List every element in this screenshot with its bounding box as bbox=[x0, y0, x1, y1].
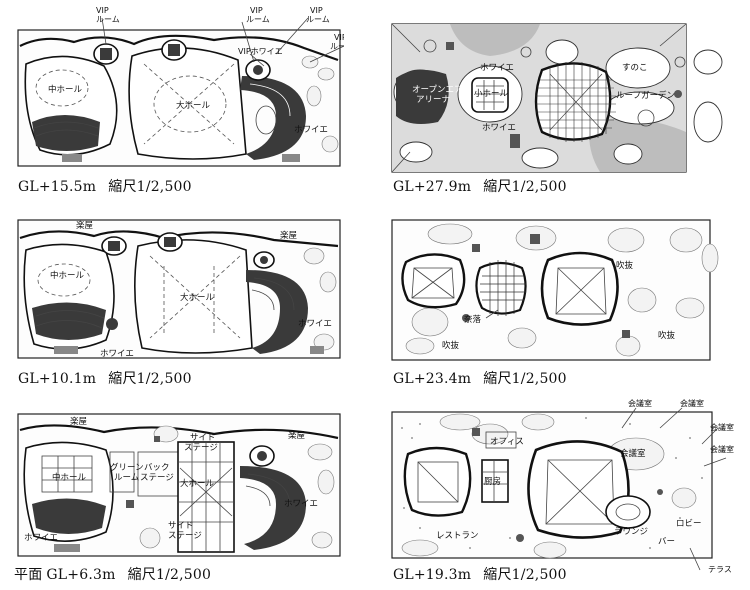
void-label: 吹抜 bbox=[658, 330, 676, 341]
side-stage-label: サイド bbox=[168, 521, 194, 531]
level-text: GL+6.3m bbox=[46, 567, 116, 583]
scale-text: 縮尺1/2,500 bbox=[108, 371, 192, 387]
meeting-room-label: 会議室 bbox=[620, 448, 646, 459]
side-stage-label: サイド bbox=[190, 433, 216, 443]
plan-prefix: 平面 bbox=[14, 567, 43, 583]
level-text: GL+10.1m bbox=[18, 371, 97, 387]
dressing-room-label: 楽屋 bbox=[76, 220, 94, 231]
floor-plan-drawing: 楽屋 楽屋 中ホール 大ホール ホワイエ ホワイエ bbox=[17, 219, 341, 359]
floor-plan-drawing: オープンエア アリーナ ホワイエ 小ホール すのこ ルーフガーデン ホワイエ bbox=[391, 23, 723, 173]
level-text: GL+15.5m bbox=[18, 179, 97, 195]
large-hall-label: 大ホール bbox=[180, 478, 215, 489]
scale-text: 縮尺1/2,500 bbox=[483, 179, 567, 195]
vip-room-label: VIP bbox=[310, 6, 323, 15]
middle-hall-label: 中ホール bbox=[50, 270, 85, 281]
vip-room-label: ルーム bbox=[96, 15, 120, 24]
scale-text: 縮尺1/2,500 bbox=[108, 179, 192, 195]
foyer-label: ホワイエ bbox=[24, 533, 58, 543]
back-stage-label: バック bbox=[144, 463, 170, 473]
trap-room-label: 奈落 bbox=[464, 314, 482, 325]
plan-caption-gl234: GL+23.4m 縮尺1/2,500 bbox=[393, 368, 579, 388]
open-air-arena-label: アリーナ bbox=[416, 95, 450, 105]
plan-gl155: VIP ルーム VIP ルーム VIP ルーム VIP ルーム VIPホワイエ … bbox=[14, 4, 344, 170]
side-stage-label: ステージ bbox=[184, 443, 218, 453]
green-room-label: グリーン bbox=[110, 462, 144, 473]
meeting-room-label: 会議室 bbox=[628, 398, 652, 408]
scale-text: 縮尺1/2,500 bbox=[483, 567, 567, 583]
lobby-label: ロビー bbox=[676, 519, 702, 529]
void-label: 吹抜 bbox=[616, 260, 634, 271]
scale-text: 縮尺1/2,500 bbox=[127, 567, 212, 583]
floor-plan-drawing: 吹抜 奈落 吹抜 吹抜 bbox=[391, 219, 719, 361]
vip-room-label: ルーム bbox=[246, 15, 270, 24]
plan-gl234: 吹抜 奈落 吹抜 吹抜 bbox=[390, 218, 726, 364]
meeting-room-label: 会議室 bbox=[710, 422, 734, 432]
restaurant-label: レストラン bbox=[436, 531, 479, 541]
foyer-label: ホワイエ bbox=[294, 125, 328, 135]
foyer-label: ホワイエ bbox=[284, 499, 318, 509]
vip-foyer-label: VIPホワイエ bbox=[238, 47, 283, 56]
middle-hall-label: 中ホール bbox=[48, 84, 83, 95]
scale-text: 縮尺1/2,500 bbox=[483, 371, 567, 387]
plan-gl193: 会議室 会議室 会議室 会議室 会議室 オフィス 厨房 レストラン ラウンジ ロ… bbox=[390, 398, 736, 574]
middle-hall-label: 中ホール bbox=[52, 472, 87, 483]
plan-caption-gl155: GL+15.5m 縮尺1/2,500 bbox=[18, 176, 204, 196]
plan-caption-gl101: GL+10.1m 縮尺1/2,500 bbox=[18, 368, 204, 388]
back-stage-label: ステージ bbox=[140, 473, 174, 483]
bar-label: バー bbox=[658, 537, 675, 547]
large-hall-label: 大ホール bbox=[176, 100, 211, 111]
vip-room-label: ルーム bbox=[330, 42, 344, 51]
dressing-room-label: 楽屋 bbox=[280, 230, 298, 241]
floor-plan-drawing: 楽屋 楽屋 中ホール グリーン ルーム バック ステージ サイド ステージ 大ホ… bbox=[17, 413, 341, 557]
level-text: GL+27.9m bbox=[393, 179, 472, 195]
large-hall-label: 大ホール bbox=[180, 292, 215, 303]
dressing-room-label: 楽屋 bbox=[70, 416, 88, 427]
green-room-label: ルーム bbox=[114, 473, 139, 483]
vip-room-label: ルーム bbox=[306, 15, 330, 24]
sunoko-label: すのこ bbox=[622, 63, 648, 73]
foyer-label: ホワイエ bbox=[482, 123, 516, 133]
level-text: GL+23.4m bbox=[393, 371, 472, 387]
kitchen-label: 厨房 bbox=[484, 476, 501, 487]
office-label: オフィス bbox=[490, 437, 524, 447]
foyer-label: ホワイエ bbox=[480, 63, 514, 73]
dressing-room-label: 楽屋 bbox=[288, 430, 306, 441]
vip-room-label: VIP bbox=[250, 6, 263, 15]
floor-plan-drawing: VIP ルーム VIP ルーム VIP ルーム VIP ルーム VIPホワイエ … bbox=[17, 6, 344, 167]
void-label: 吹抜 bbox=[442, 340, 460, 351]
plan-gl279: オープンエア アリーナ ホワイエ 小ホール すのこ ルーフガーデン ホワイエ bbox=[390, 22, 726, 174]
foyer-label: ホワイエ bbox=[298, 319, 332, 329]
roof-garden-label: ルーフガーデン bbox=[616, 90, 675, 101]
lounge-label: ラウンジ bbox=[614, 527, 648, 537]
terrace-label: テラス bbox=[708, 565, 732, 574]
small-hall-label: 小ホール bbox=[474, 88, 509, 99]
plan-gl63: 楽屋 楽屋 中ホール グリーン ルーム バック ステージ サイド ステージ 大ホ… bbox=[14, 412, 344, 560]
meeting-room-label: 会議室 bbox=[710, 444, 734, 454]
floor-plan-drawing: 会議室 会議室 会議室 会議室 会議室 オフィス 厨房 レストラン ラウンジ ロ… bbox=[391, 398, 734, 574]
level-text: GL+19.3m bbox=[393, 567, 472, 583]
plan-caption-gl193: GL+19.3m 縮尺1/2,500 bbox=[393, 564, 579, 584]
open-air-arena-label: オープンエア bbox=[412, 85, 463, 95]
meeting-room-label: 会議室 bbox=[680, 398, 704, 408]
vip-room-label: VIP bbox=[334, 33, 344, 42]
foyer-label: ホワイエ bbox=[100, 349, 134, 359]
plan-caption-gl279: GL+27.9m 縮尺1/2,500 bbox=[393, 176, 579, 196]
plan-gl101: 楽屋 楽屋 中ホール 大ホール ホワイエ ホワイエ bbox=[14, 216, 344, 362]
side-stage-label: ステージ bbox=[168, 531, 202, 541]
vip-room-label: VIP bbox=[96, 6, 109, 15]
